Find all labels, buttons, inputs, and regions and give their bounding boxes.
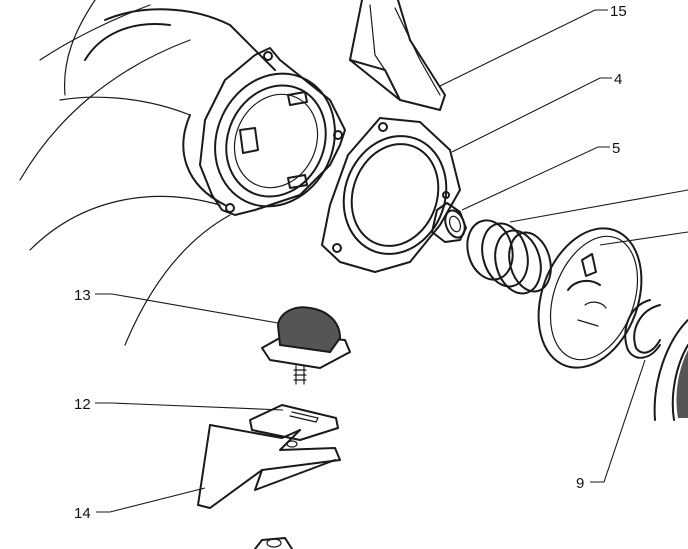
housing-cylinder [19, 0, 276, 346]
part-12-slotted-plate [249, 404, 339, 441]
part-5-bushing [431, 202, 467, 243]
wheel-edge [653, 319, 688, 421]
callout-4: 4 [614, 71, 622, 88]
callout-labels: 15 4 5 13 12 14 9 [74, 3, 627, 522]
callout-9: 9 [576, 475, 584, 492]
part-15-bracket [349, 0, 446, 111]
callout-13: 13 [74, 287, 91, 304]
spring [466, 219, 552, 295]
spring-disc-plate [537, 227, 643, 369]
callout-15: 15 [610, 3, 627, 20]
callout-5: 5 [612, 140, 620, 157]
callout-14: 14 [74, 505, 91, 522]
part-9-snap-ring [624, 299, 661, 359]
housing-flange [199, 47, 346, 216]
part-14-bracket [197, 424, 341, 509]
bottom-nut [254, 537, 293, 549]
part-13-rubber-stop [261, 306, 351, 385]
part-4-cover-plate [321, 117, 461, 273]
leader-lines [95, 9, 688, 513]
callout-12: 12 [74, 396, 91, 413]
